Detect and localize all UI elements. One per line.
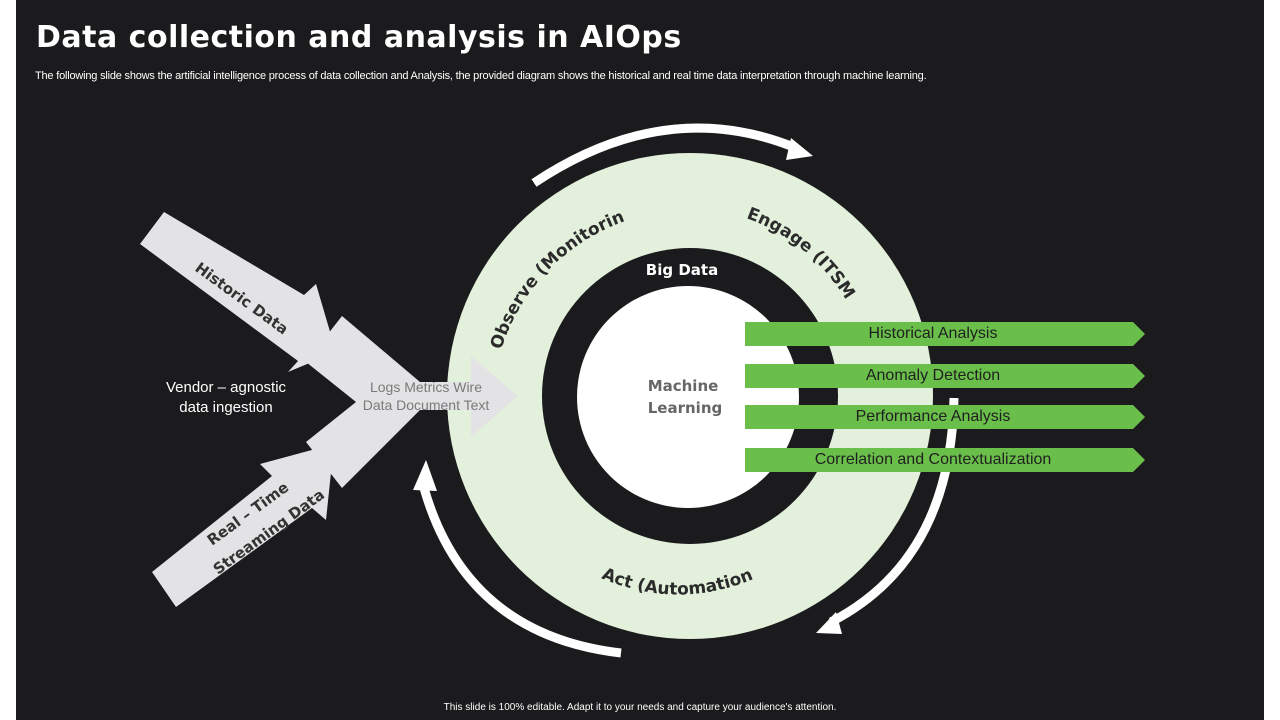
realtime-data-arrow <box>152 444 334 607</box>
big-data-label: Big Data <box>646 261 718 279</box>
aiops-diagram: Historic Data Real – Time Streaming Data… <box>16 0 959 658</box>
cycle-arrow-top <box>531 123 813 187</box>
slide: Data collection and analysis in AIOps Th… <box>16 0 1264 720</box>
output-historical-analysis: Historical Analysis <box>745 322 1145 346</box>
cycle-arrow-left <box>413 460 622 658</box>
output-performance-analysis: Performance Analysis <box>745 405 1145 429</box>
output-label: Anomaly Detection <box>865 367 1001 384</box>
machine-learning-label-line1: Machine <box>648 377 719 395</box>
output-anomaly-detection: Anomaly Detection <box>745 364 1145 388</box>
output-label: Correlation and Contextualization <box>814 451 1052 468</box>
page-title: Data collection and analysis in AIOps <box>36 20 682 55</box>
output-correlation: Correlation and Contextualization <box>745 448 1145 472</box>
output-label: Performance Analysis <box>855 408 1011 425</box>
footer-note: This slide is 100% editable. Adapt it to… <box>443 702 837 713</box>
merge-arrow <box>306 316 518 488</box>
data-types-label: Logs Metrics Wire Data Document Text <box>341 378 511 414</box>
vendor-agnostic-label: Vendor – agnostic data ingestion <box>146 378 306 418</box>
output-label: Historical Analysis <box>868 325 998 342</box>
data-types-line2: Data Document Text <box>362 397 490 413</box>
machine-learning-circle <box>577 286 799 508</box>
cycle-arrow-right <box>816 397 959 634</box>
vendor-label-line2: data ingestion <box>179 399 273 416</box>
page-subtitle: The following slide shows the artificial… <box>35 70 927 82</box>
historic-data-arrow <box>140 212 336 372</box>
vendor-label-line1: Vendor – agnostic <box>165 379 287 396</box>
machine-learning-label-line2: Learning <box>648 399 723 417</box>
data-types-line1: Logs Metrics Wire <box>369 379 483 395</box>
